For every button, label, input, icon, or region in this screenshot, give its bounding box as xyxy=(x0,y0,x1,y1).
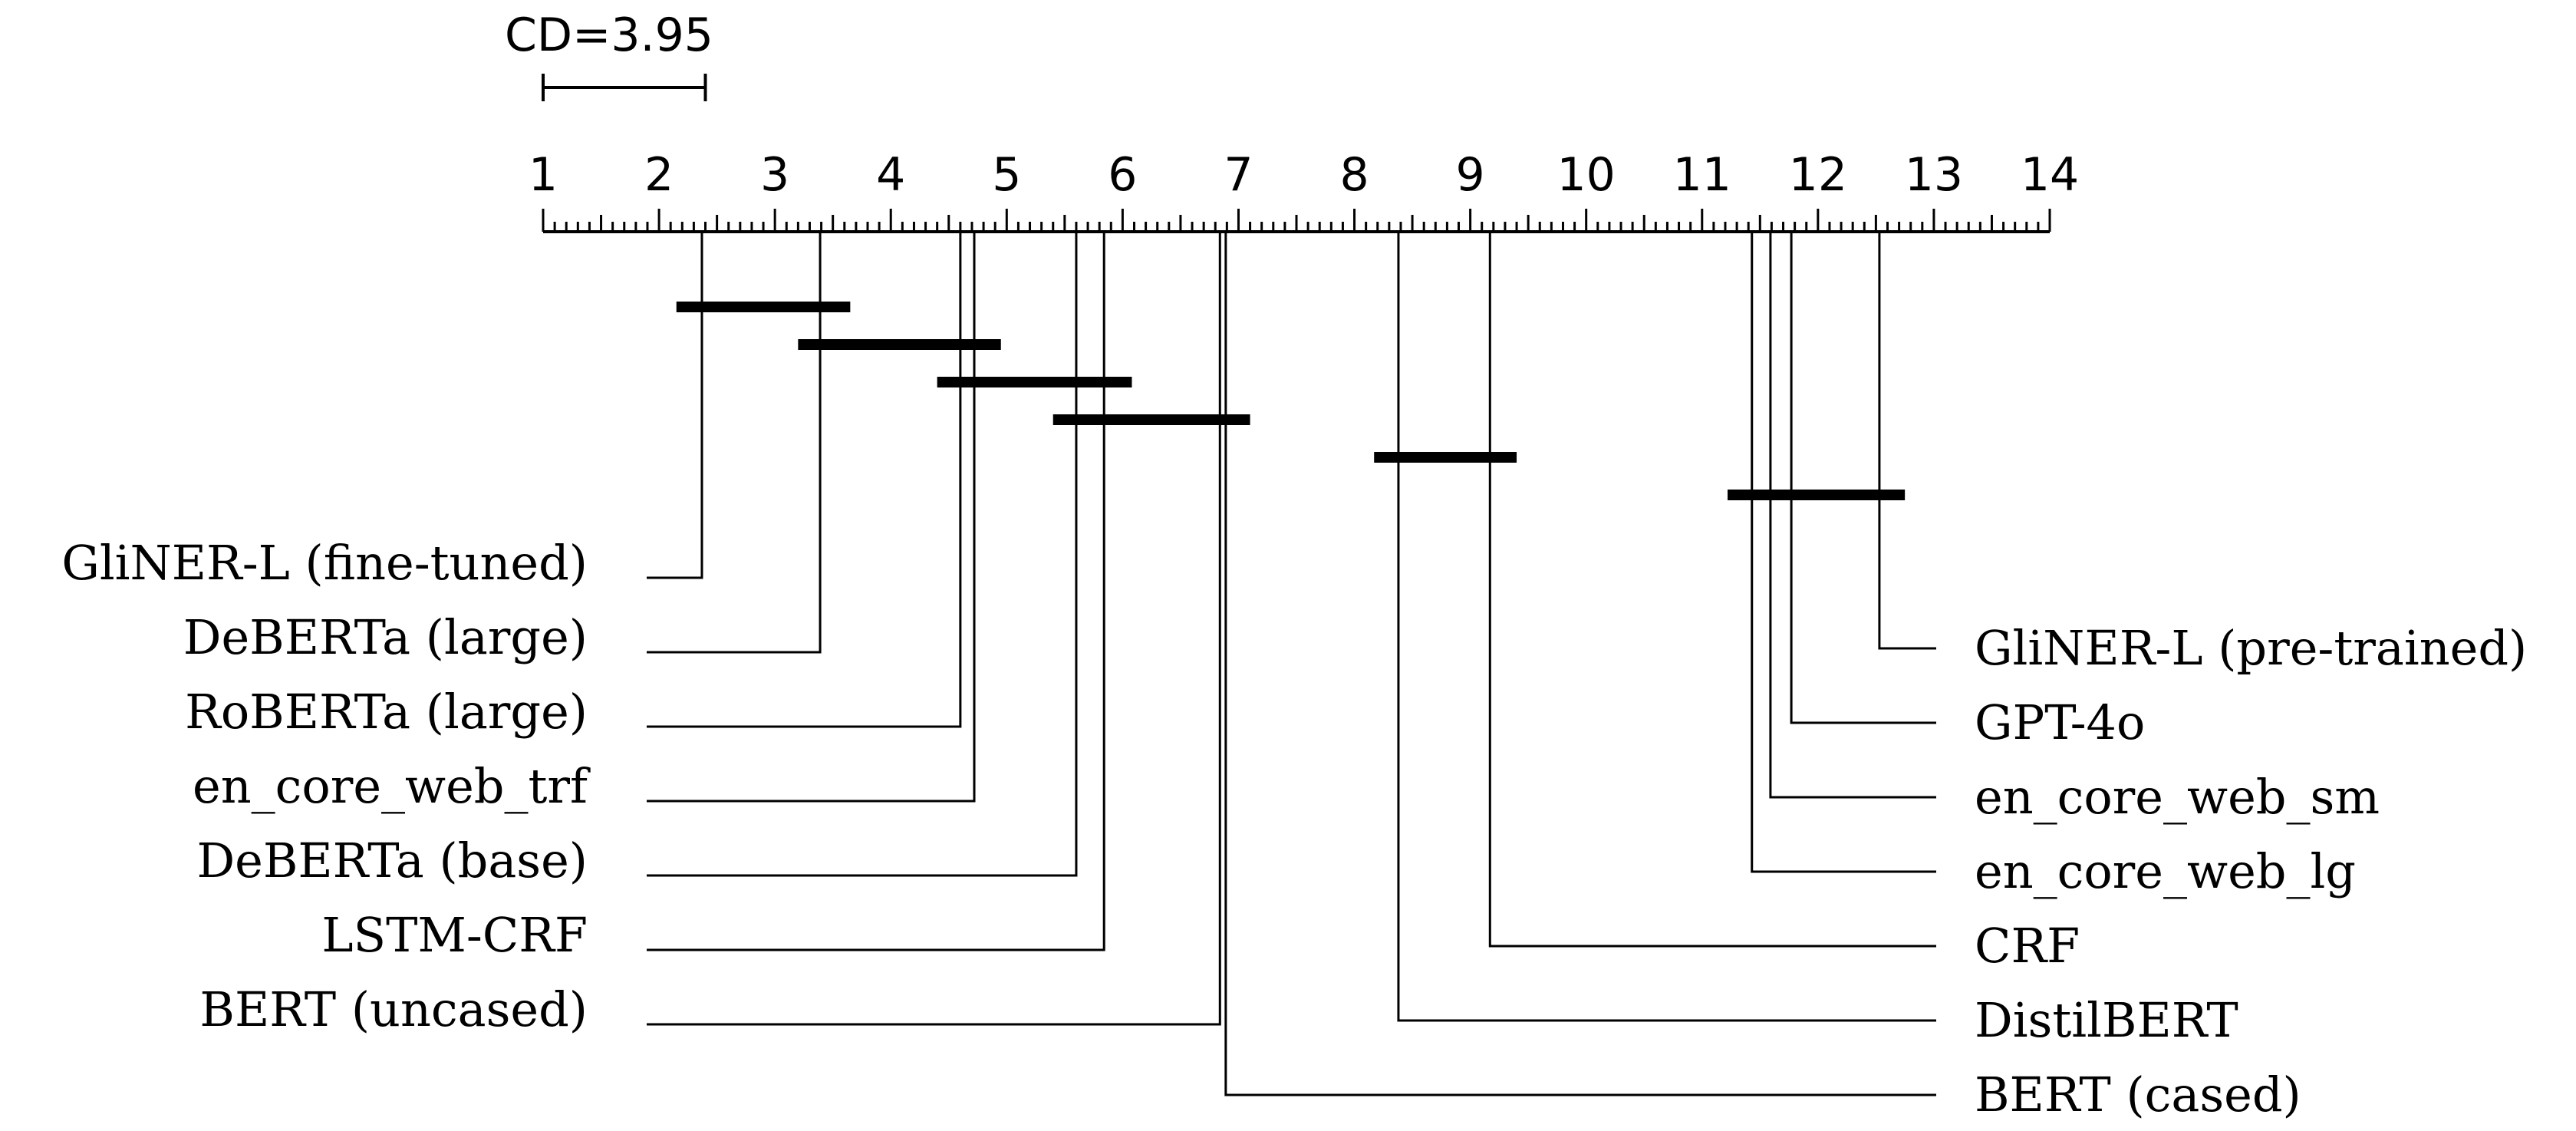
method-leader xyxy=(647,232,1105,951)
tick-label: 7 xyxy=(1224,148,1253,202)
critical-difference-indicator: CD=3.95 xyxy=(505,8,713,101)
method-label: DeBERTa (base) xyxy=(196,833,588,889)
method-label: BERT (cased) xyxy=(1975,1067,2301,1123)
method-leader xyxy=(1397,232,1936,1022)
method-leader xyxy=(647,232,962,728)
method-leader xyxy=(1488,232,1936,948)
tick-label: 12 xyxy=(1789,148,1847,202)
method-leader xyxy=(647,232,822,654)
method-label: BERT (uncased) xyxy=(199,981,588,1037)
method-leader xyxy=(1751,232,1936,873)
tick-label: 13 xyxy=(1905,148,1963,202)
tick-label: 3 xyxy=(760,148,789,202)
cd-label: CD=3.95 xyxy=(505,8,713,62)
method-leader xyxy=(1790,232,1936,724)
tick-label: 9 xyxy=(1456,148,1485,202)
method-label: en_core_web_sm xyxy=(1975,769,2380,825)
method-leader xyxy=(647,232,1078,877)
method-leader xyxy=(647,232,1221,1026)
tick-label: 6 xyxy=(1108,148,1137,202)
method-label: GliNER-L (fine-tuned) xyxy=(61,535,588,591)
tick-label: 4 xyxy=(876,148,905,202)
tick-label: 8 xyxy=(1339,148,1369,202)
method-label: RoBERTa (large) xyxy=(185,684,588,740)
method-leader xyxy=(1878,232,1936,650)
method-label: en_core_web_trf xyxy=(193,758,591,814)
method-leaders xyxy=(647,232,1936,1096)
method-leader xyxy=(647,232,703,579)
method-leader xyxy=(1769,232,1936,799)
method-label: LSTM-CRF xyxy=(321,907,588,963)
tick-label: 5 xyxy=(992,148,1021,202)
method-label: en_core_web_lg xyxy=(1975,843,2356,899)
method-label: GPT-4o xyxy=(1975,694,2145,750)
tick-label: 10 xyxy=(1557,148,1616,202)
tick-label: 11 xyxy=(1673,148,1731,202)
method-label: DeBERTa (large) xyxy=(183,609,588,665)
tick-label: 2 xyxy=(644,148,674,202)
method-labels: GliNER-L (fine-tuned) DeBERTa (large) RoBE… xyxy=(61,535,2527,1123)
method-label: GliNER-L (pre-trained) xyxy=(1975,620,2527,676)
method-leader xyxy=(647,232,976,803)
clique-bars xyxy=(676,302,1906,500)
method-label: DistilBERT xyxy=(1975,992,2238,1048)
tick-label: 14 xyxy=(2021,148,2079,202)
method-label: CRF xyxy=(1975,918,2080,974)
method-leader xyxy=(1224,232,1936,1096)
tick-label: 1 xyxy=(529,148,558,202)
